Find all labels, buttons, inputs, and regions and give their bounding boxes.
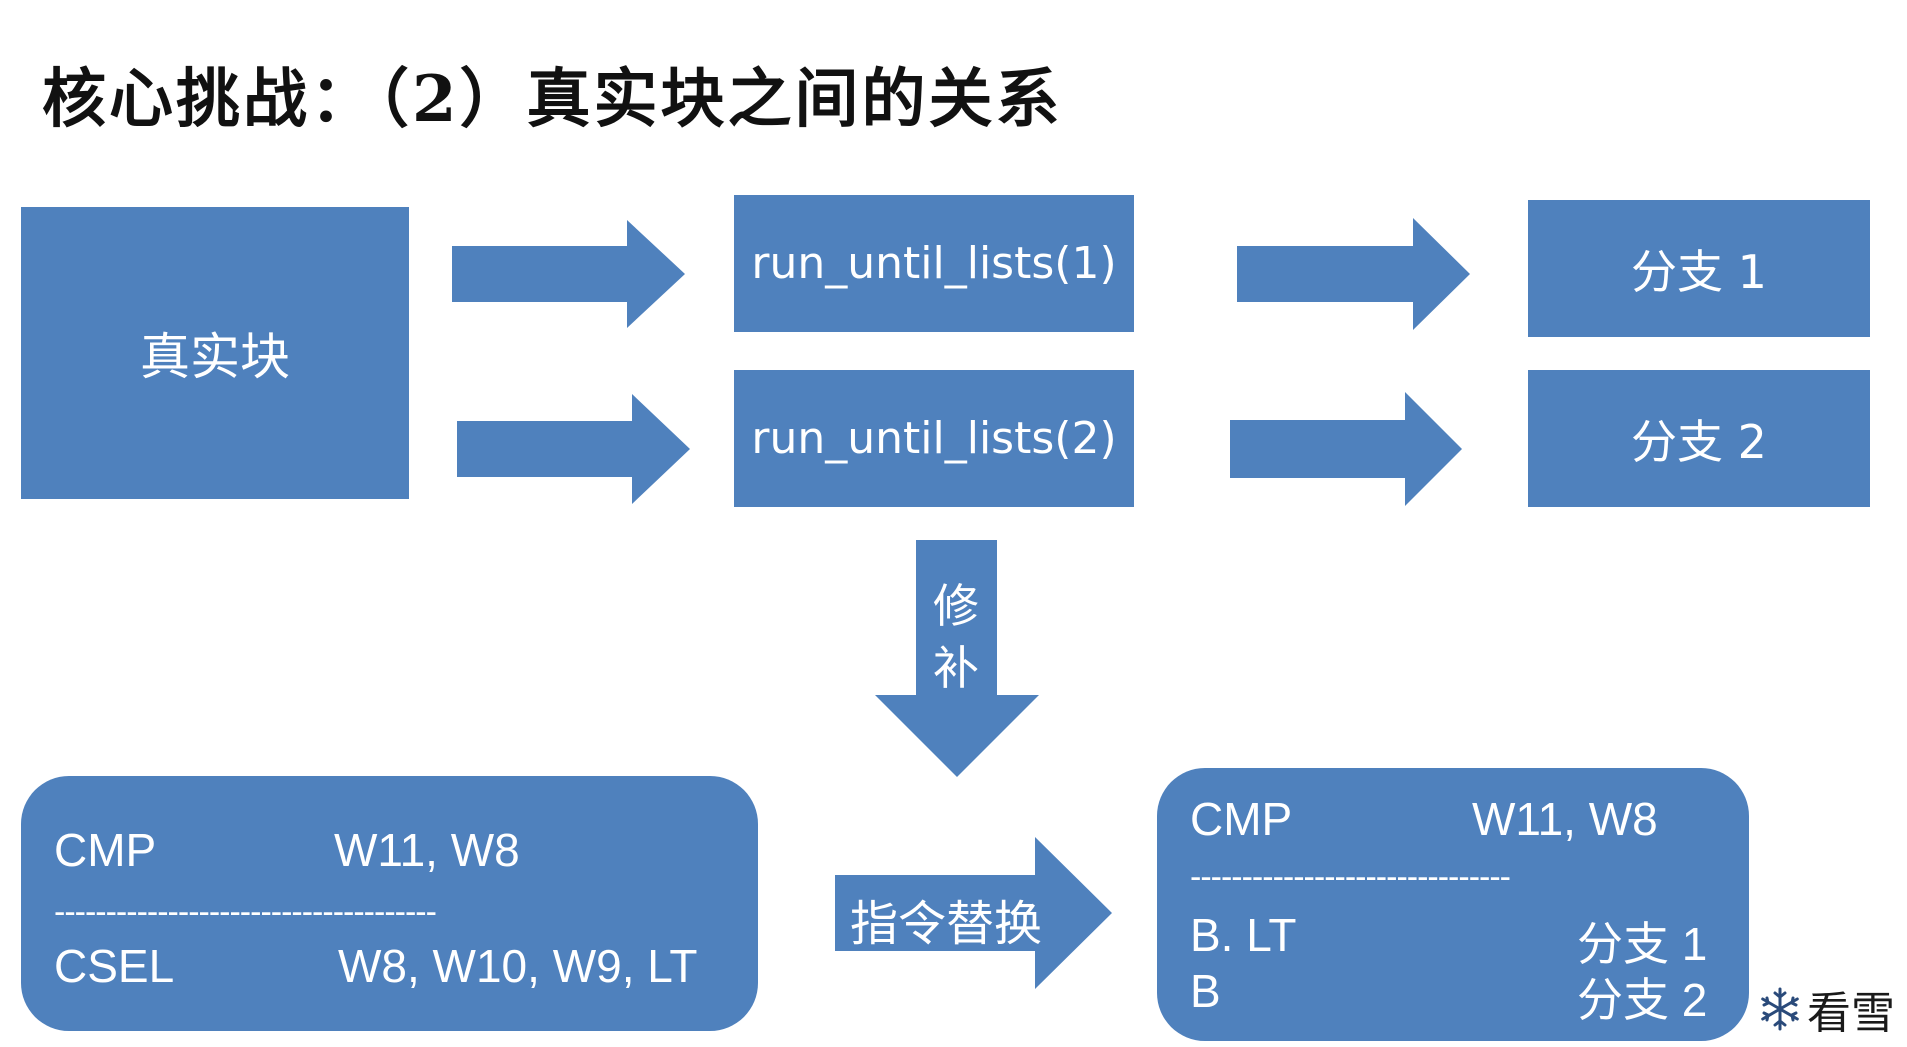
original-instructions-panel: CMP W11, W8 ----------------------------… — [21, 776, 758, 1031]
right-line3-target: 分支 2 — [1577, 974, 1708, 1026]
right-line2-target: 分支 1 — [1577, 918, 1708, 970]
slide-title: 核心挑战：（2）真实块之间的关系 — [42, 62, 1063, 137]
arrow-block-to-run1 — [452, 220, 685, 328]
arrow-patch-down — [875, 540, 1039, 777]
replaced-instructions-panel: CMP W11, W8 ----------------------------… — [1157, 768, 1749, 1041]
arrow-run1-to-branch1 — [1237, 218, 1470, 330]
left-line1-op: CMP — [54, 824, 157, 876]
left-line2-args: W8, W10, W9, LT — [338, 940, 698, 992]
left-line2-op: CSEL — [54, 940, 175, 992]
patch-label-char-1: 修 — [933, 579, 979, 633]
snowflake-icon — [1761, 987, 1799, 1031]
right-line2-op: B. LT — [1190, 909, 1297, 961]
arrow-replace-right — [835, 837, 1112, 989]
arrow-block-to-run2 — [457, 394, 690, 504]
real-block: 真实块 — [21, 207, 409, 499]
patch-label-char-2: 补 — [933, 641, 979, 695]
arrow-run2-to-branch2 — [1230, 392, 1462, 506]
right-line1-args: W11, W8 — [1472, 793, 1658, 845]
run-until-lists-1: run_until_lists(1) — [734, 195, 1134, 332]
branch-1: 分支 1 — [1528, 200, 1870, 337]
left-line1-args: W11, W8 — [334, 824, 520, 876]
left-separator: ------------------------------------- — [54, 893, 437, 931]
run-until-lists-2: run_until_lists(2) — [734, 370, 1134, 507]
watermark: 看雪 — [1757, 977, 1895, 1041]
right-line1-op: CMP — [1190, 793, 1293, 845]
instruction-replace-label: 指令替换 — [850, 896, 1043, 952]
right-line3-op: B — [1190, 965, 1221, 1017]
right-separator: ------------------------------- — [1190, 858, 1511, 896]
branch-2: 分支 2 — [1528, 370, 1870, 507]
watermark-text: 看雪 — [1807, 988, 1895, 1039]
